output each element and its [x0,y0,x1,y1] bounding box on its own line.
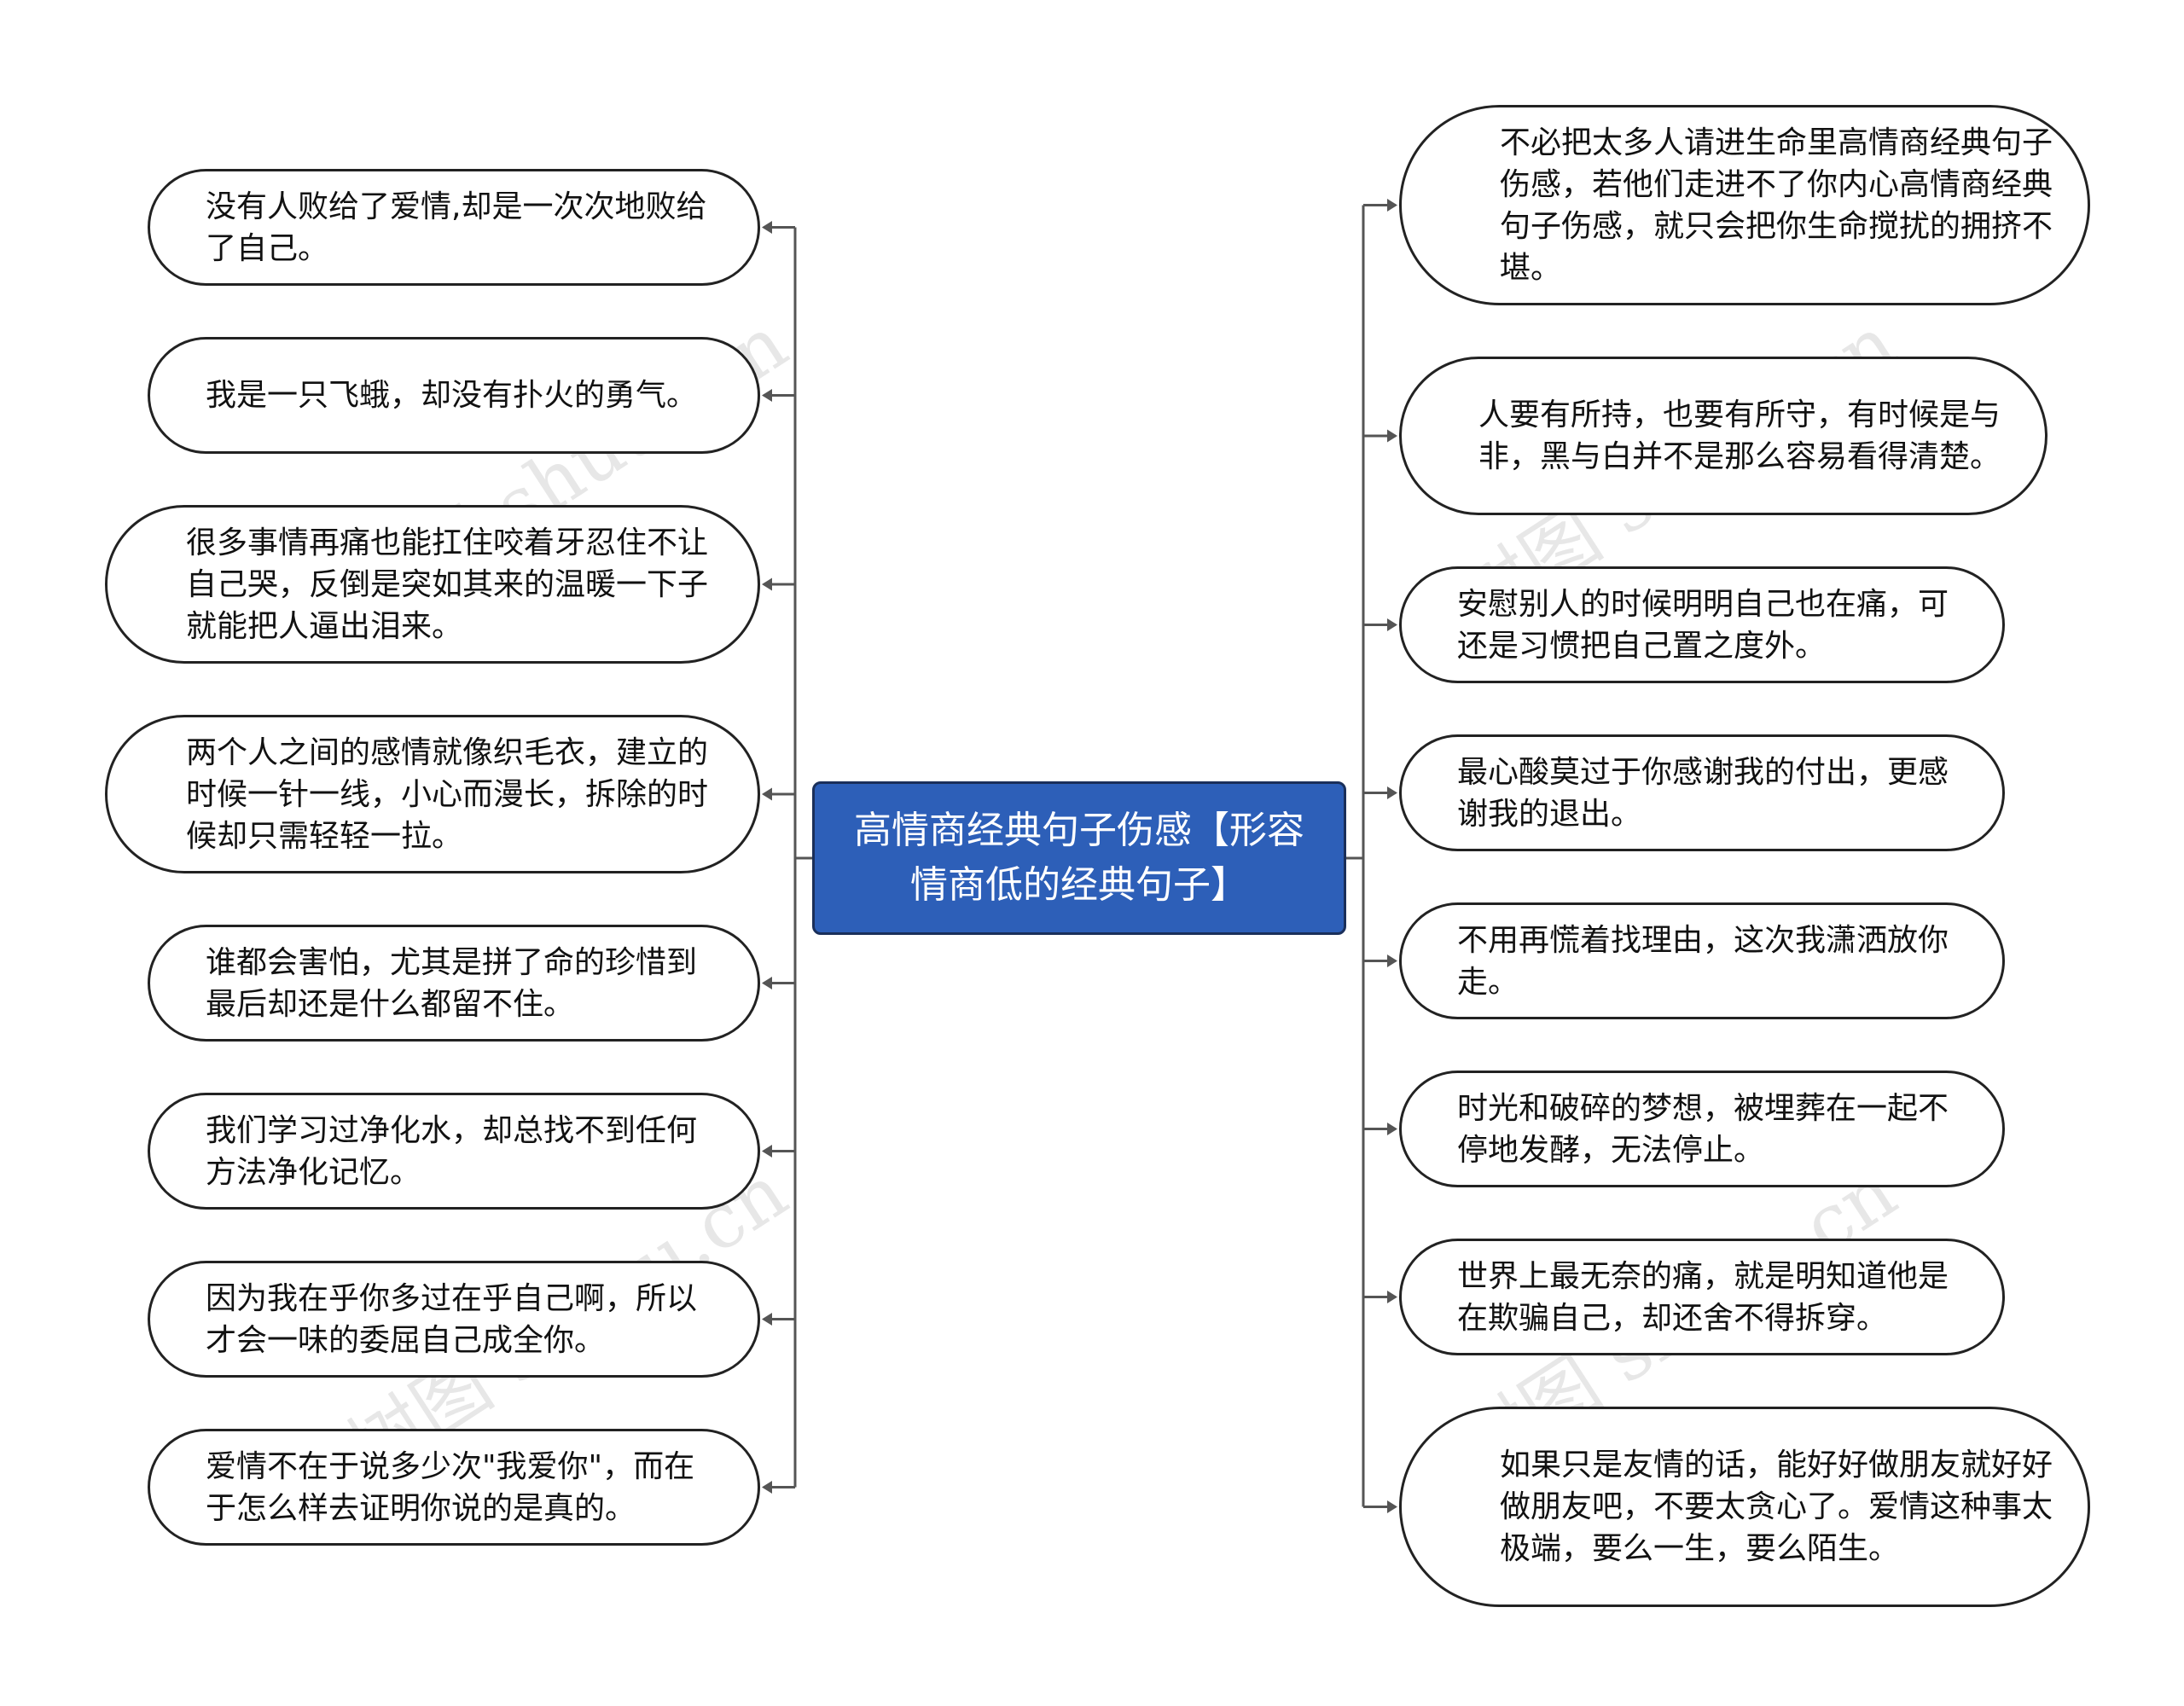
right-node[interactable]: 不必把太多人请进生命里高情商经典句子伤感，若他们走进不了你内心高情商经典句子伤感… [1399,105,2090,305]
left-node[interactable]: 我们学习过净化水，却总找不到任何方法净化记忆。 [148,1093,760,1210]
arrow-head [762,1145,772,1158]
right-node[interactable]: 世界上最无奈的痛，就是明知道他是在欺骗自己，却还舍不得拆穿。 [1399,1239,2005,1355]
right-node[interactable]: 安慰别人的时候明明自己也在痛，可还是习惯把自己置之度外。 [1399,566,2005,683]
arrow-head [1387,1500,1397,1513]
arrow-head [1387,1123,1397,1135]
arrow-head [762,1481,772,1494]
node-text: 最心酸莫过于你感谢我的付出，更感谢我的退出。 [1457,754,1949,832]
node-text: 如果只是友情的话，能好好做朋友就好好做朋友吧，不要太贪心了。爱情这种事太极端，要… [1500,1448,2053,1566]
arrow-head [1387,429,1397,443]
arrow-head [1387,1291,1397,1303]
left-node[interactable]: 谁都会害怕，尤其是拼了命的珍惜到最后却还是什么都留不住。 [148,925,760,1042]
node-text: 我们学习过净化水，却总找不到任何方法净化记忆。 [206,1112,698,1190]
arrow-head [1387,786,1397,799]
node-text: 人要有所持，也要有所守，有时候是与非，黑与白并不是那么容易看得清楚。 [1478,397,2001,474]
node-text: 世界上最无奈的痛，就是明知道他是在欺骗自己，却还舍不得拆穿。 [1457,1258,1949,1336]
node-text: 不用再慌着找理由，这次我潇洒放你走。 [1457,922,1949,1000]
arrow-head [762,577,772,591]
left-node[interactable]: 我是一只飞蛾，却没有扑火的勇气。 [148,337,760,454]
node-text: 没有人败给了爱情,却是一次次地败给了自己。 [206,189,707,266]
right-node[interactable]: 最心酸莫过于你感谢我的付出，更感谢我的退出。 [1399,734,2005,851]
arrow-head [1387,955,1397,967]
arrow-head [762,1313,772,1326]
left-node[interactable]: 两个人之间的感情就像织毛衣，建立的时候一针一线，小心而漫长，拆除的时候却只需轻轻… [105,715,760,873]
arrow-head [1387,618,1397,631]
right-node[interactable]: 时光和破碎的梦想，被埋葬在一起不停地发酵，无法停止。 [1399,1071,2005,1187]
root-topic[interactable]: 高情商经典句子伤感【形容情商低的经典句子】 [812,781,1346,935]
node-text: 谁都会害怕，尤其是拼了命的珍惜到最后却还是什么都留不住。 [206,944,698,1022]
left-node[interactable]: 很多事情再痛也能扛住咬着牙忍住不让自己哭，反倒是突如其来的温暖一下子就能把人逼出… [105,505,760,664]
arrow-head [762,977,772,989]
right-node[interactable]: 不用再慌着找理由，这次我潇洒放你走。 [1399,902,2005,1019]
node-text: 安慰别人的时候明明自己也在痛，可还是习惯把自己置之度外。 [1457,586,1949,664]
arrow-head [762,389,772,402]
node-text: 不必把太多人请进生命里高情商经典句子伤感，若他们走进不了你内心高情商经典句子伤感… [1500,125,2053,286]
root-topic-label: 高情商经典句子伤感【形容情商低的经典句子】 [854,809,1304,907]
right-node[interactable]: 如果只是友情的话，能好好做朋友就好好做朋友吧，不要太贪心了。爱情这种事太极端，要… [1399,1407,2090,1607]
node-text: 两个人之间的感情就像织毛衣，建立的时候一针一线，小心而漫长，拆除的时候却只需轻轻… [186,734,709,854]
node-text: 时光和破碎的梦想，被埋葬在一起不停地发酵，无法停止。 [1457,1090,1949,1168]
node-text: 我是一只飞蛾，却没有扑火的勇气。 [206,378,698,413]
left-node[interactable]: 没有人败给了爱情,却是一次次地败给了自己。 [148,169,760,286]
arrow-head [762,787,772,801]
node-text: 很多事情再痛也能扛住咬着牙忍住不让自己哭，反倒是突如其来的温暖一下子就能把人逼出… [186,525,709,644]
right-node[interactable]: 人要有所持，也要有所守，有时候是与非，黑与白并不是那么容易看得清楚。 [1399,357,2048,515]
left-node[interactable]: 因为我在乎你多过在乎自己啊，所以才会一味的委屈自己成全你。 [148,1261,760,1378]
node-text: 因为我在乎你多过在乎自己啊，所以才会一味的委屈自己成全你。 [206,1280,698,1358]
node-text: 爱情不在于说多少次"我爱你"，而在于怎么样去证明你说的是真的。 [206,1448,695,1526]
left-node[interactable]: 爱情不在于说多少次"我爱你"，而在于怎么样去证明你说的是真的。 [148,1429,760,1546]
arrow-head [762,221,772,234]
arrow-head [1387,199,1397,212]
